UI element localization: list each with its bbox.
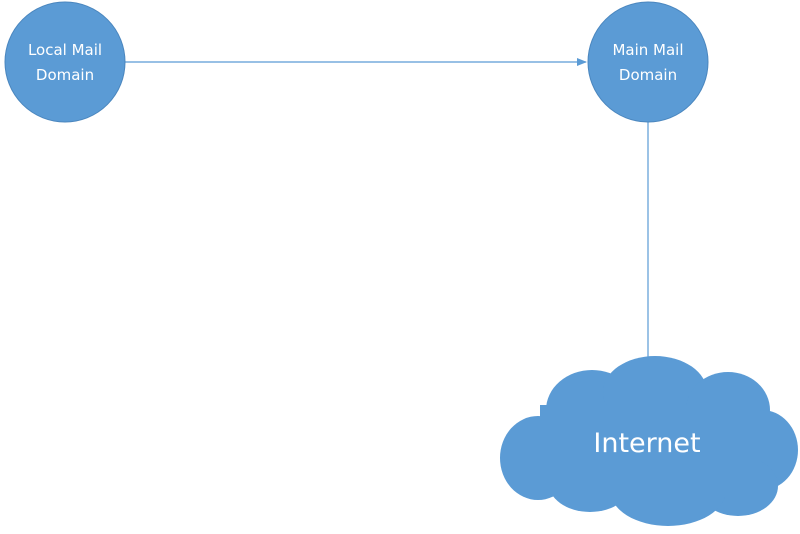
node-main-label-line2: Domain — [619, 66, 677, 84]
cloud-label: Internet — [593, 428, 700, 459]
node-local-circle — [4, 1, 126, 123]
node-main-label-line1: Main Mail — [612, 41, 683, 59]
node-main-mail-domain: Main Mail Domain — [587, 1, 709, 123]
node-local-mail-domain: Local Mail Domain — [4, 1, 126, 123]
cloud-icon — [500, 356, 798, 526]
node-local-label-line2: Domain — [36, 66, 94, 84]
internet-cloud: Internet — [500, 356, 798, 526]
node-main-circle — [587, 1, 709, 123]
node-local-label-line1: Local Mail — [28, 41, 102, 59]
